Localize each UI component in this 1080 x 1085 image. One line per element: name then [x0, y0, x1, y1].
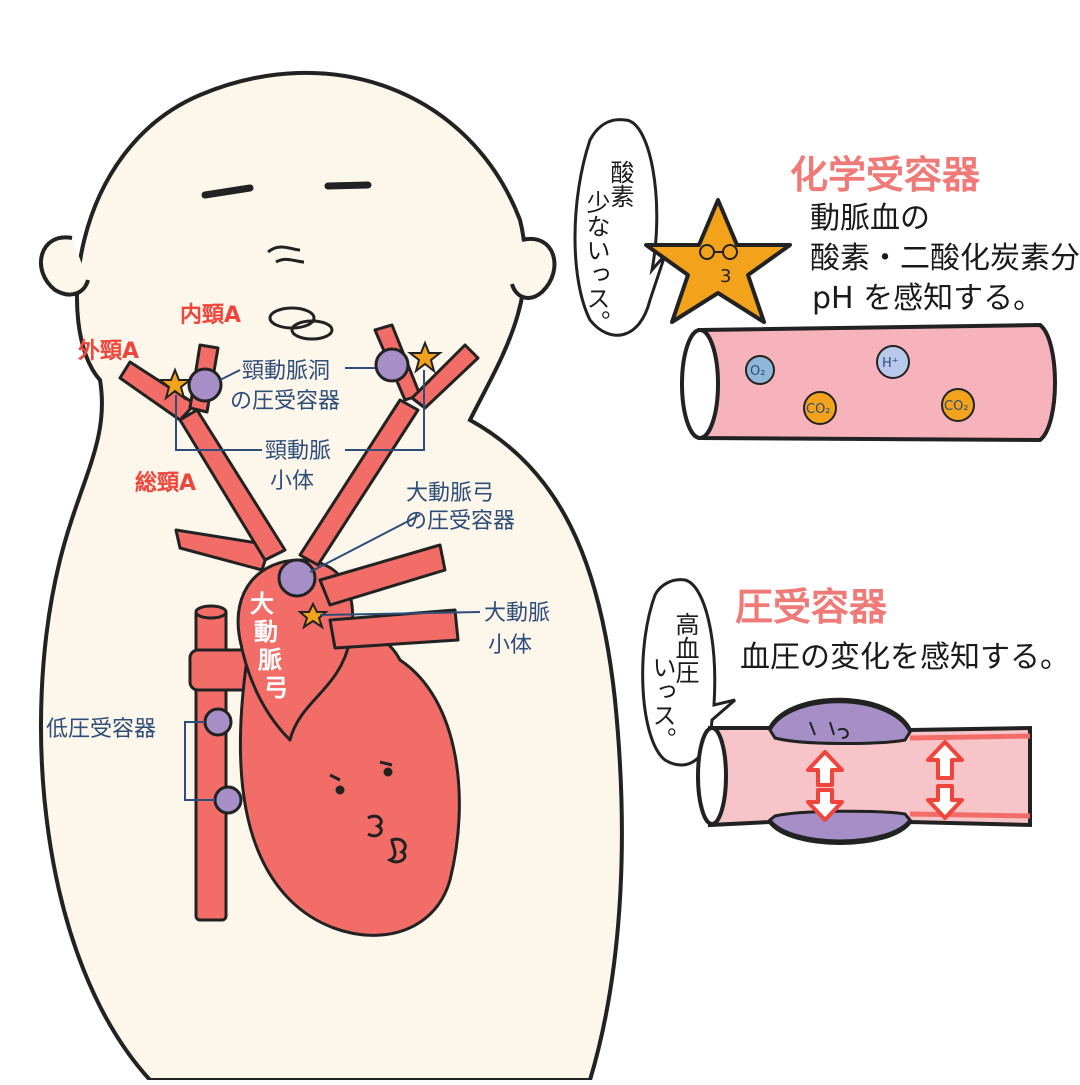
right-eye — [324, 181, 372, 190]
particle-co2-2 — [941, 388, 975, 422]
baro-desc: 血圧の変化を感知する。 — [740, 640, 1070, 675]
baro-bubble-col1: 高血圧 — [671, 612, 699, 684]
baro-receptor-bottom — [767, 809, 912, 843]
right-subclavian — [318, 543, 447, 607]
aortic-body-star — [297, 601, 329, 630]
baroreceptor-panel: 高血圧 いっス。 圧受容器 血圧の変化を感知する。 — [641, 578, 1070, 845]
chemo-speech-bubble — [573, 118, 667, 337]
svg-text:H⁺: H⁺ — [882, 356, 899, 371]
chemoreceptor-stars — [157, 340, 443, 630]
chemo-title: 化学受容器 — [790, 153, 981, 197]
arrow-up-2 — [926, 740, 964, 780]
label-common-carotid: 総頸A — [135, 470, 196, 496]
baro-title: 圧受容器 — [735, 585, 888, 629]
baro-bubble-col2: いっス。 — [648, 655, 676, 751]
arrow-down-2 — [926, 784, 964, 820]
carotid-body-star-right — [407, 340, 443, 374]
left-ear — [38, 235, 90, 297]
nose — [267, 245, 301, 254]
left-eye — [201, 184, 254, 199]
common-carotid-right — [298, 398, 420, 567]
receptors — [187, 347, 410, 815]
chemo-bubble-col2: 少ないっス。 — [582, 190, 610, 334]
low-pressure-receptor-upper — [203, 707, 233, 737]
particle-o2 — [745, 355, 775, 385]
carotid-sinus-right — [374, 347, 410, 383]
arrow-up-1 — [806, 750, 844, 787]
arch-char-4: 弓 — [264, 674, 288, 702]
label-carotid-body-2: 小体 — [270, 469, 314, 494]
low-pressure-receptor-lower — [213, 785, 243, 815]
particle-co2-1 — [803, 391, 837, 425]
carotid-body-star-left — [157, 367, 193, 401]
baro-vessel-opening — [696, 726, 728, 826]
label-aortic-arch-receptor-2: の圧受容器 — [405, 509, 515, 534]
svg-text:CO₂: CO₂ — [944, 399, 969, 414]
label-aortic-body-2: 小体 — [488, 633, 532, 658]
leader-lines — [175, 367, 481, 801]
label-carotid-body-1: 頸動脈 — [265, 439, 331, 464]
label-aortic-arch-vertical: 大 動 脈 弓 — [250, 590, 288, 702]
chemo-star-character — [644, 198, 792, 324]
aortic-arch-receptor — [277, 558, 317, 598]
chemo-desc-1: 動脈血の — [810, 201, 930, 236]
label-internal-carotid: 内頸A — [180, 303, 241, 328]
baro-speech-bubble — [641, 578, 736, 767]
pressure-arrows — [806, 740, 964, 822]
svg-text:O₂: O₂ — [750, 364, 765, 379]
label-carotid-sinus-1: 頸動脈洞 — [242, 359, 330, 384]
svg-text:CO₂: CO₂ — [806, 402, 831, 417]
carotid-sinus-left — [187, 367, 223, 403]
svg-text:3: 3 — [720, 266, 731, 287]
label-aortic-body-1: 大動脈 — [484, 601, 550, 626]
label-low-pressure-receptor: 低圧受容器 — [46, 717, 156, 742]
particle-h — [876, 345, 910, 379]
arrow-down-1 — [806, 788, 844, 822]
label-carotid-sinus-2: の圧受容器 — [230, 389, 340, 414]
chemo-desc-3: pH を感知する。 — [812, 281, 1043, 316]
arch-char-2: 動 — [254, 618, 278, 646]
label-external-carotid: 外頸A — [78, 338, 139, 364]
arch-char-1: 大 — [250, 590, 274, 618]
arch-char-3: 脈 — [258, 646, 282, 674]
right-ear — [510, 236, 557, 300]
label-aortic-arch-receptor-1: 大動脈弓 — [406, 481, 494, 506]
heart-face — [329, 760, 407, 864]
baro-receptor-top — [768, 700, 912, 746]
external-carotid-right — [410, 343, 480, 410]
chemo-bubble-col1: 酸素 — [606, 160, 634, 208]
chemo-desc-2: 酸素・二酸化炭素分圧、 — [810, 241, 1080, 276]
chemoreceptor-panel: 酸素 少ないっス。 3 化学受容器 動脈血の 酸素・二酸化炭素分圧、 pH を感… — [573, 118, 1080, 443]
chemo-vessel-opening — [680, 328, 720, 440]
